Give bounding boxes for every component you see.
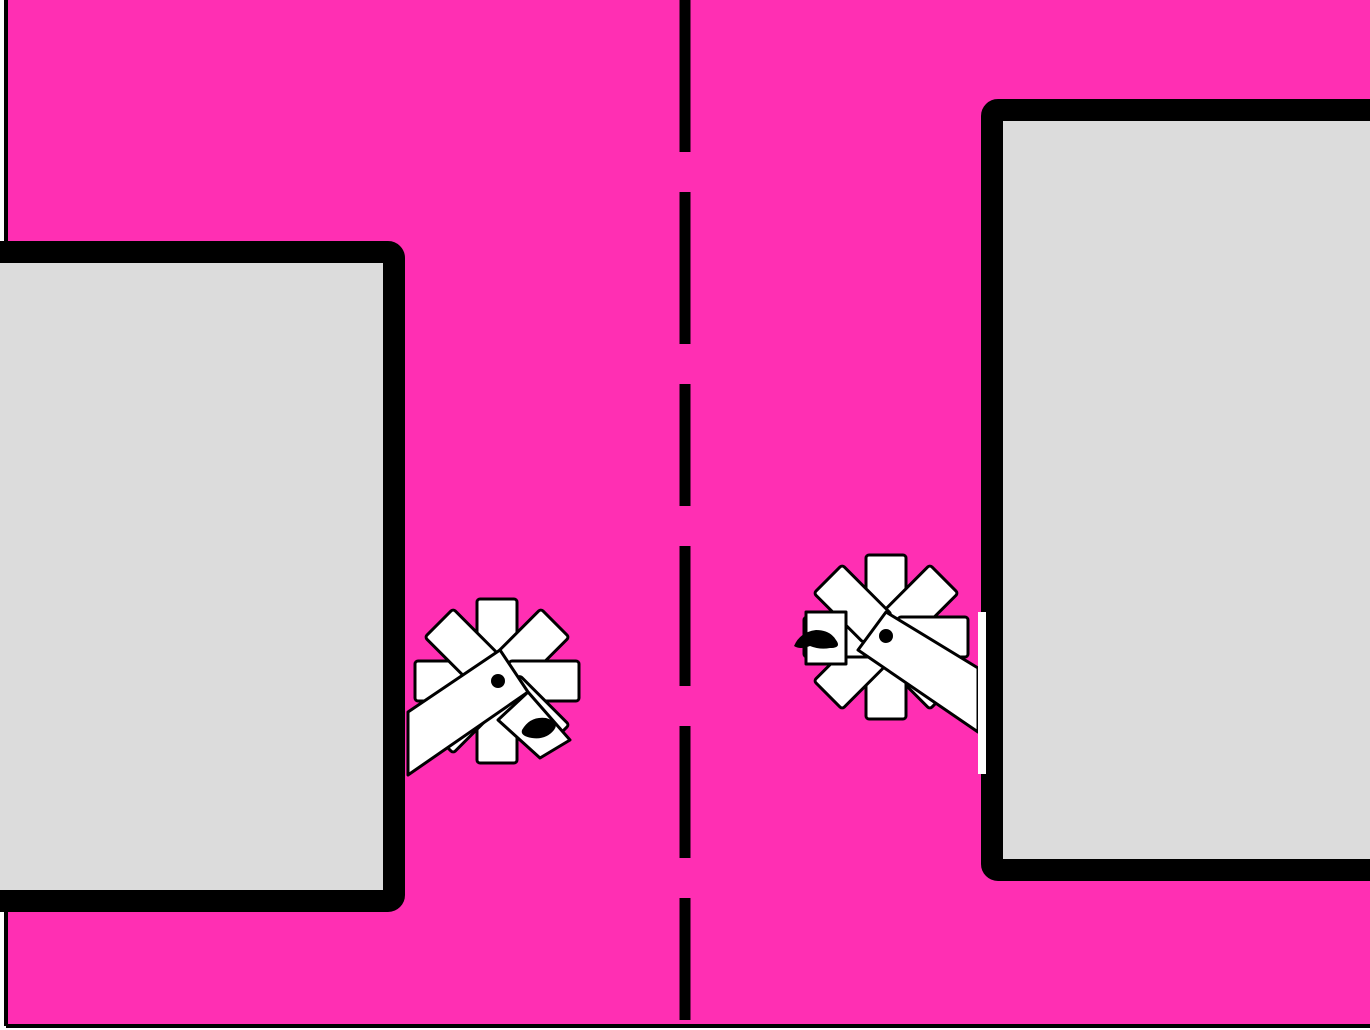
right-arm-joint (978, 612, 986, 774)
left-wall (0, 252, 394, 901)
right-pivot-dot (879, 629, 893, 643)
left-pivot-dot (491, 674, 505, 688)
right-wall (992, 110, 1370, 870)
